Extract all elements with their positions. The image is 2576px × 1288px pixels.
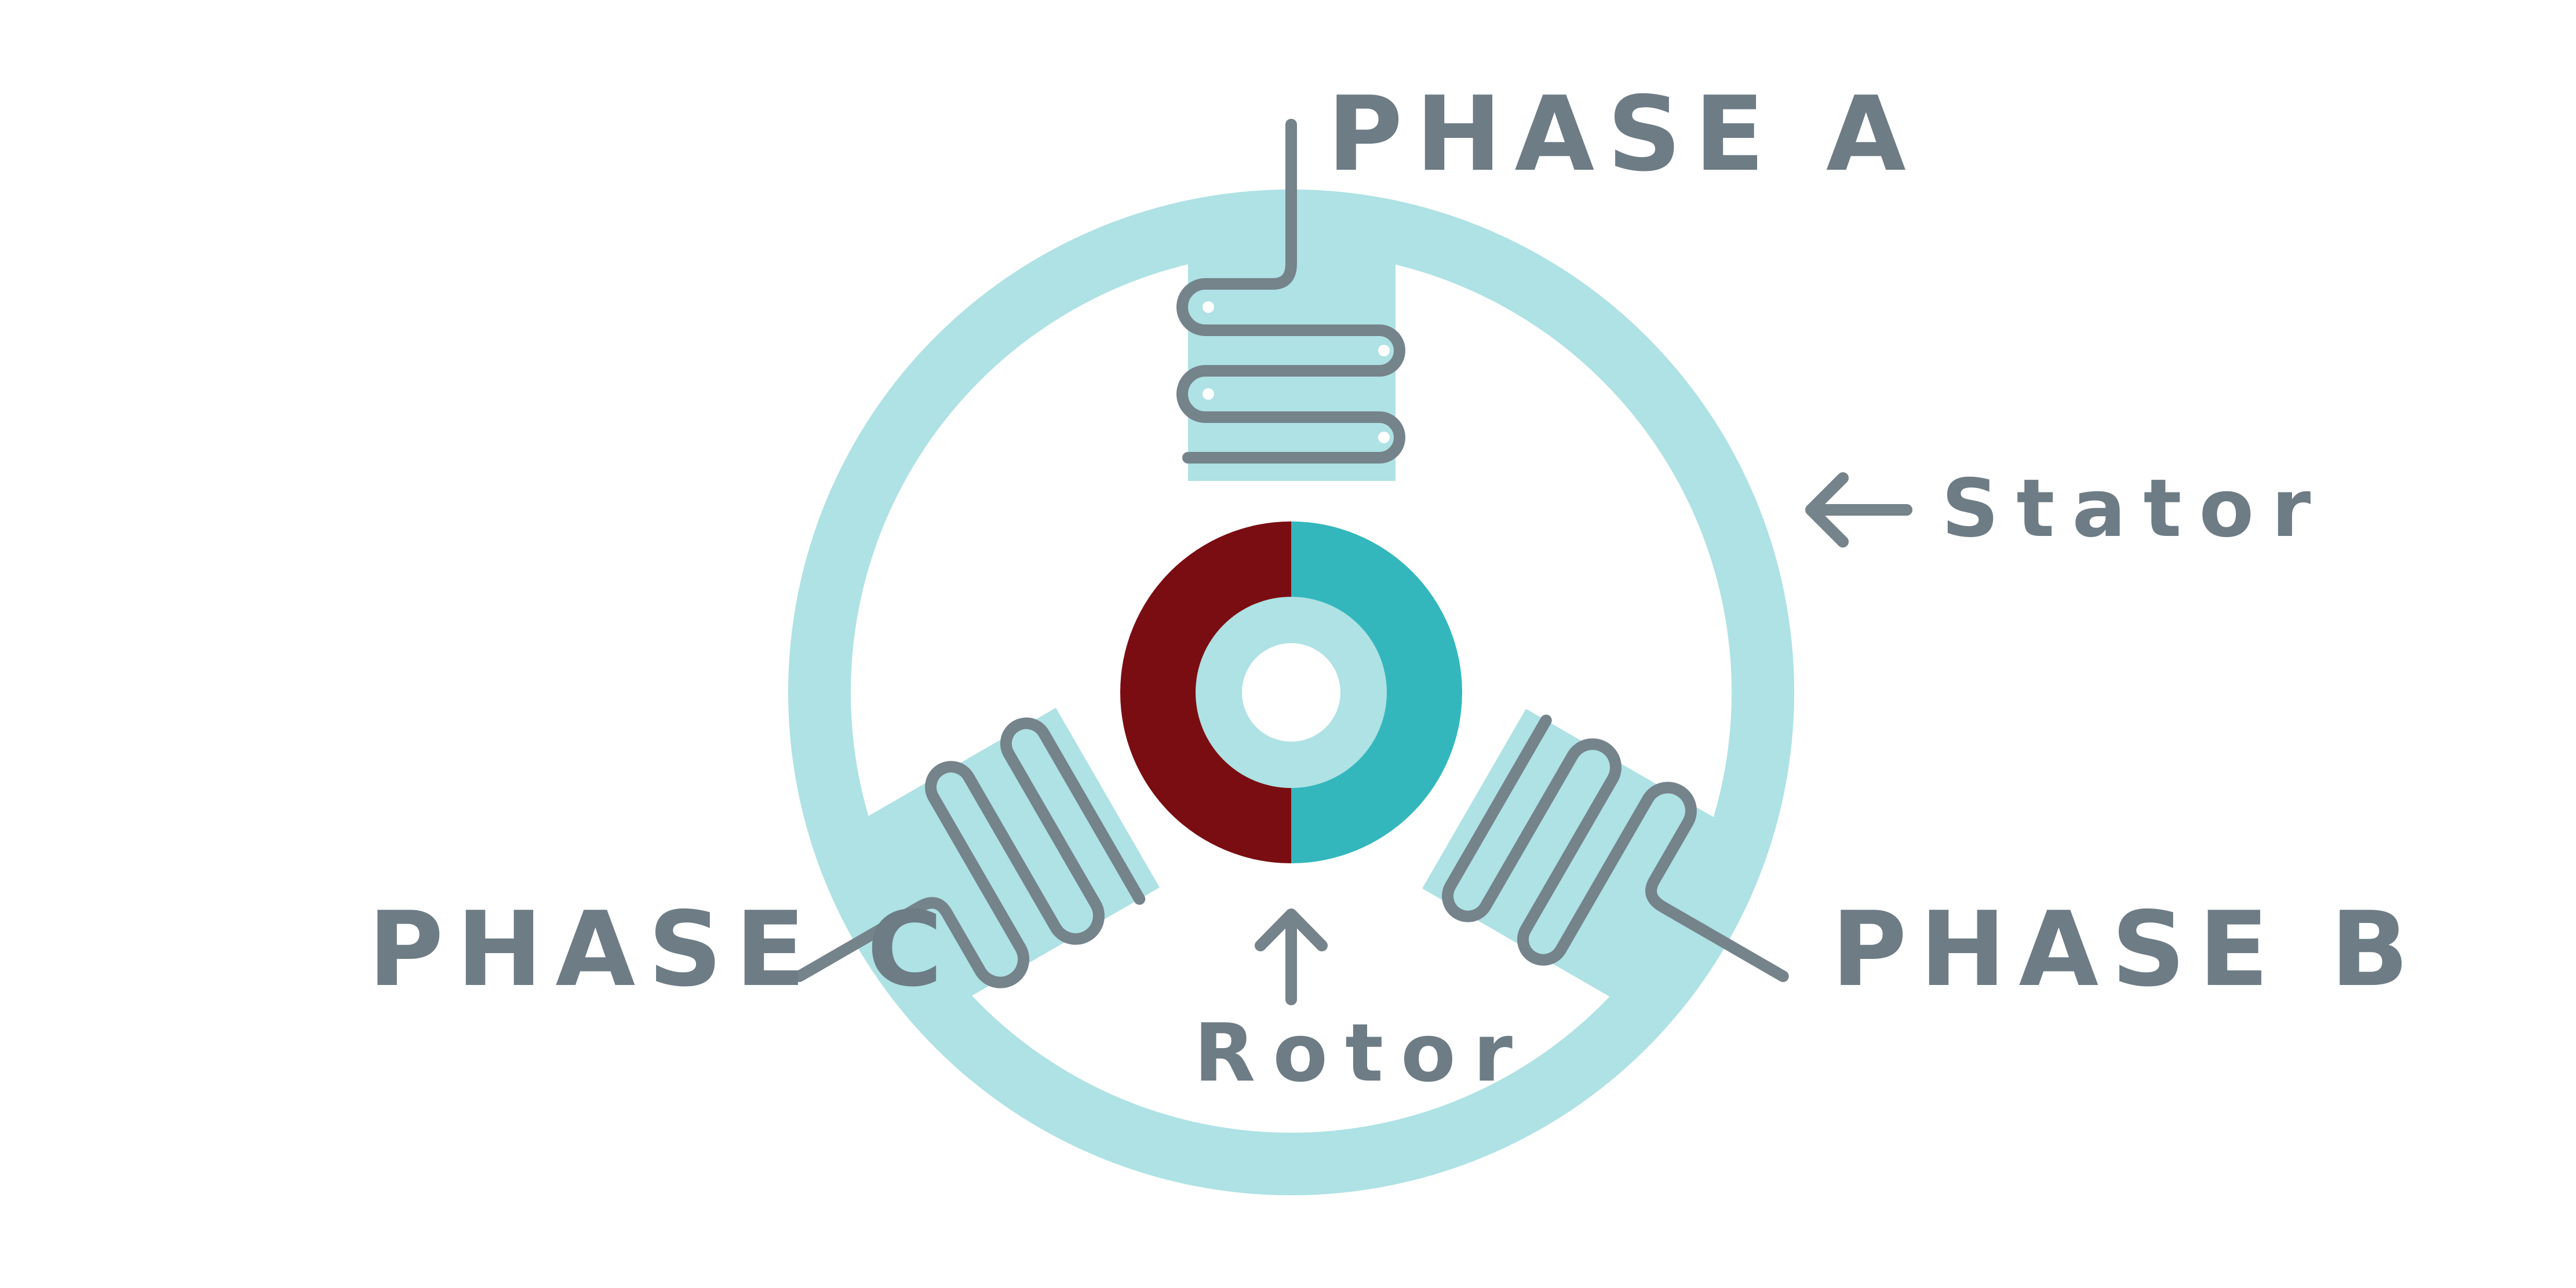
phase-c-label: PHASE C (368, 889, 956, 1009)
arrow-up-icon (1255, 908, 1328, 1005)
phase-a-label: PHASE A (1327, 74, 1919, 194)
phase-b-label: PHASE B (1831, 889, 2422, 1009)
rotor-label: Rotor (1194, 1006, 1530, 1100)
rotor (1120, 521, 1462, 863)
phase-b-coil (1442, 714, 1789, 982)
phase-a-coil (1176, 119, 1405, 464)
arrow-left-icon (1805, 472, 1912, 548)
rotor-shaft-hole (1242, 643, 1340, 742)
stator-label: Stator (1941, 462, 2328, 555)
phase-c-coil (793, 717, 1146, 988)
